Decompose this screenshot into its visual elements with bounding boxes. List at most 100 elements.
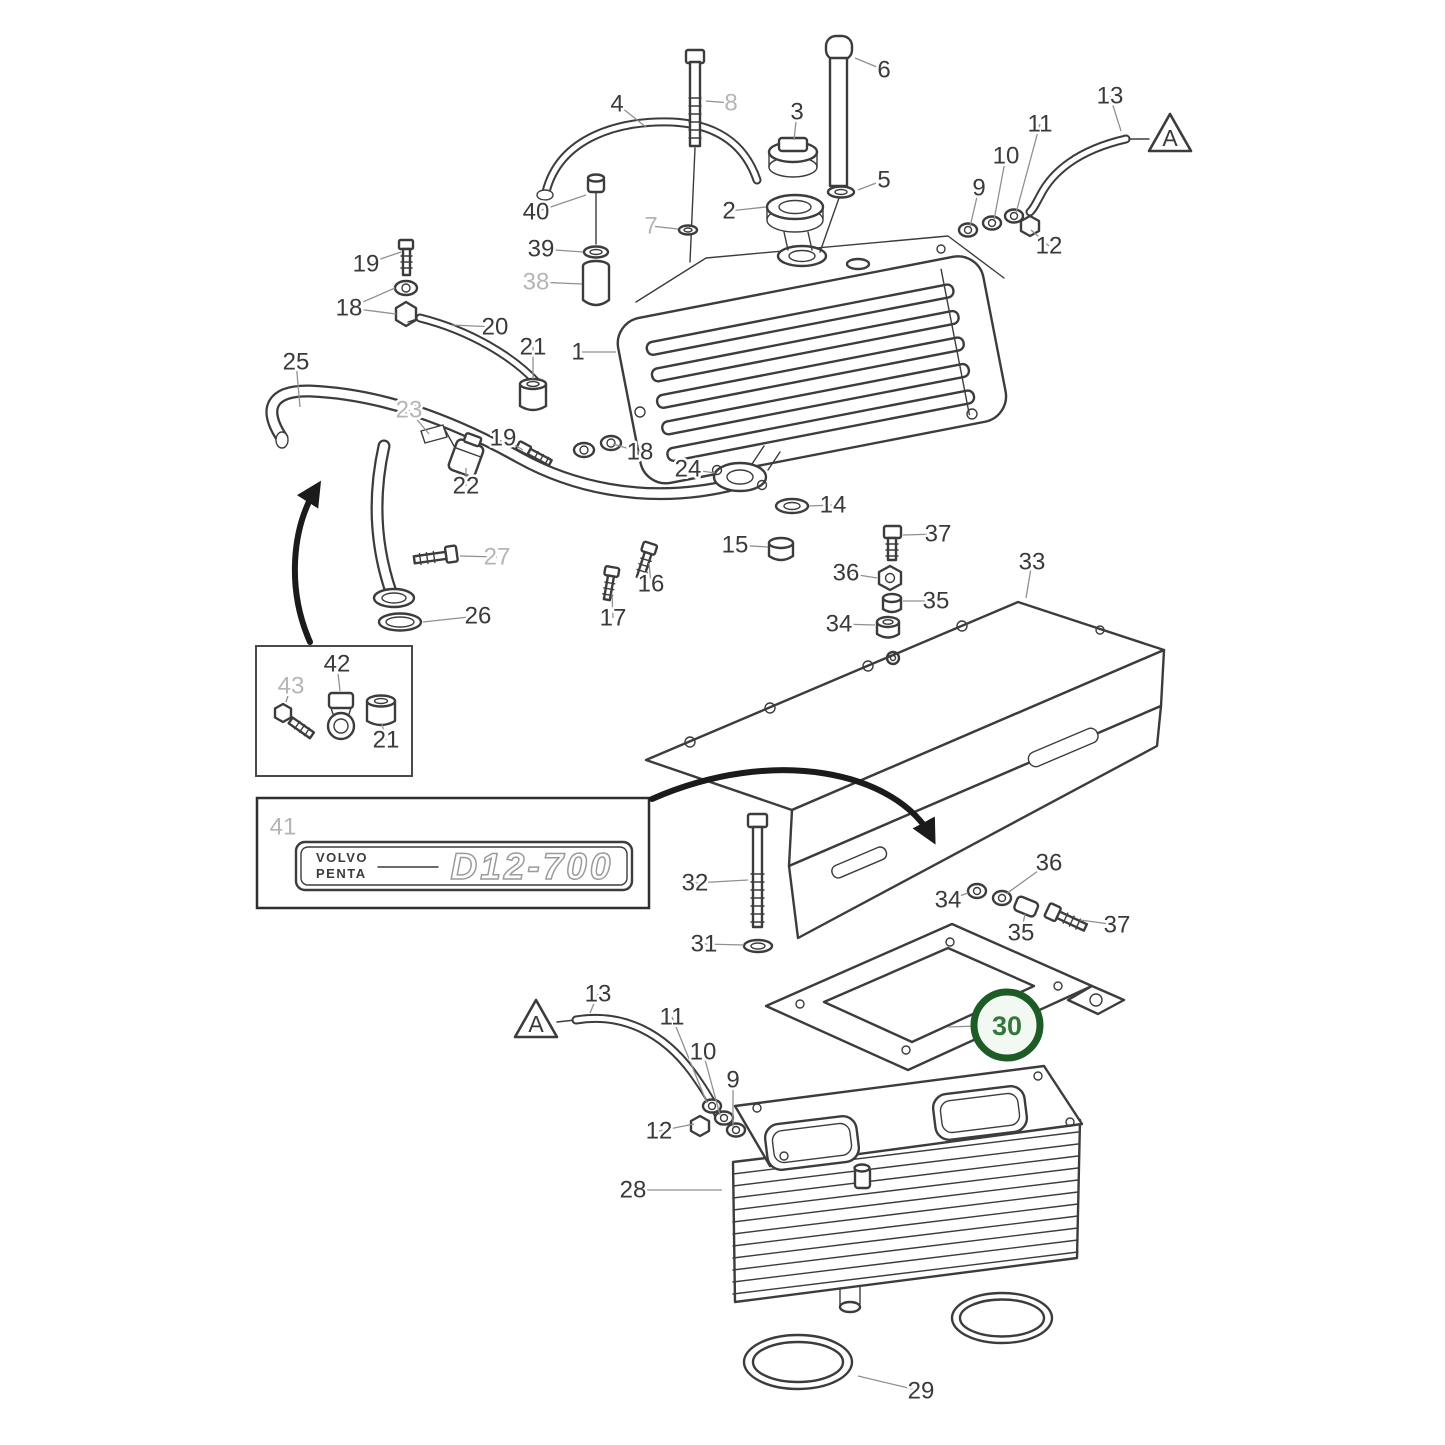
part-label-13[interactable]: 13 [1094,80,1126,112]
part-label-39[interactable]: 39 [525,233,557,265]
part-label-34[interactable]: 34 [932,884,964,916]
part-label-25[interactable]: 25 [280,346,312,378]
part-label-14[interactable]: 14 [817,489,849,521]
bolt-27 [412,544,459,566]
highlighted-part-callout[interactable]: 30 [970,988,1044,1062]
sensor-22 [447,432,485,478]
coolant-hose-25 [265,384,755,609]
part-label-16[interactable]: 16 [635,568,667,600]
part-label-41[interactable]: 41 [267,811,299,843]
hose-13-lower [556,1013,726,1126]
part-label-35[interactable]: 35 [1005,917,1037,949]
part-label-18[interactable]: 18 [333,292,365,324]
leader-line [451,324,496,328]
inset-detail-box [255,645,413,777]
triangle-marker-icon [1147,112,1193,153]
leader-line [671,1016,708,1104]
part-label-43[interactable]: 43 [275,670,307,702]
part-label-29[interactable]: 29 [905,1375,937,1407]
leader-line [705,100,732,104]
leader-line [459,555,498,558]
leader-line [993,155,1007,221]
bolt-32 [746,812,769,929]
part-label-6[interactable]: 6 [875,54,893,86]
highlighted-part-number: 30 [992,1011,1022,1041]
leader-line [408,409,430,435]
leader-line [845,572,878,579]
part-label-5[interactable]: 5 [875,164,893,196]
part-label-36[interactable]: 36 [830,557,862,589]
sealing-ring-2 [765,193,825,251]
leader-line [1005,862,1050,895]
part-label-24[interactable]: 24 [672,453,704,485]
part-label-37[interactable]: 37 [1101,909,1133,941]
part-label-7[interactable]: 7 [642,210,660,242]
part-label-10[interactable]: 10 [687,1036,719,1068]
part-label-34[interactable]: 34 [823,608,855,640]
plug-15 [767,536,795,562]
clamp-23 [420,424,455,447]
part-label-11[interactable]: 11 [657,1001,687,1033]
leader-line [857,1375,922,1392]
leader-line [793,111,798,141]
part-label-19[interactable]: 19 [350,248,382,280]
filler-cap-3 [767,136,819,178]
leader-line [728,206,767,212]
part-label-12[interactable]: 12 [1033,230,1065,262]
leader-line [648,562,652,585]
leader-line [348,307,397,315]
part-label-33[interactable]: 33 [1016,546,1048,578]
part-label-15[interactable]: 15 [719,529,751,561]
oil-cooler-28 [731,1064,1084,1314]
part-label-27[interactable]: 27 [481,541,513,573]
part-label-21[interactable]: 21 [370,724,402,756]
part-label-37[interactable]: 37 [922,518,954,550]
leader-line [734,544,769,548]
leader-line [535,194,587,213]
expansion-tank [616,235,1008,485]
part-label-35[interactable]: 35 [920,585,952,617]
part-label-22[interactable]: 22 [450,470,482,502]
badge-brand-top: VOLVO [316,850,368,865]
part-label-3[interactable]: 3 [788,96,806,128]
leader-line [365,251,402,265]
part-label-1[interactable]: 1 [569,336,587,368]
part-label-10[interactable]: 10 [990,140,1022,172]
part-label-23[interactable]: 23 [393,394,425,426]
part-label-38[interactable]: 38 [520,266,552,298]
part-label-13[interactable]: 13 [582,978,614,1010]
part-label-26[interactable]: 26 [462,600,494,632]
flange-24 [711,445,781,493]
part-label-19[interactable]: 19 [487,422,519,454]
part-label-9[interactable]: 9 [970,172,988,204]
part-label-12[interactable]: 12 [643,1115,675,1147]
washer-14 [774,497,810,515]
part-label-21[interactable]: 21 [517,331,549,363]
part-label-4[interactable]: 4 [608,88,626,120]
part-label-8[interactable]: 8 [722,87,740,119]
leader-line [838,623,876,626]
part-label-36[interactable]: 36 [1033,847,1065,879]
part-label-28[interactable]: 28 [617,1174,649,1206]
part-label-42[interactable]: 42 [321,648,353,680]
leader-line [1025,561,1033,599]
badge-brand-bottom: PENTA [316,866,367,881]
triangle-marker-label: A [1162,125,1178,151]
part-label-11[interactable]: 11 [1025,108,1055,140]
gasket-26 [377,612,423,632]
cover-plate-33 [644,600,1166,940]
fitting-stack-upper-right [957,208,1041,238]
leader-line [611,593,614,619]
leader-line [658,1123,695,1132]
part-label-31[interactable]: 31 [688,928,720,960]
part-label-20[interactable]: 20 [479,311,511,343]
part-label-17[interactable]: 17 [597,602,629,634]
part-label-32[interactable]: 32 [679,867,711,899]
part-label-9[interactable]: 9 [724,1064,742,1096]
part-label-40[interactable]: 40 [520,196,552,228]
part-label-18[interactable]: 18 [624,436,656,468]
leader-line [1020,913,1026,934]
arrows [291,480,936,845]
part-label-2[interactable]: 2 [720,195,738,227]
